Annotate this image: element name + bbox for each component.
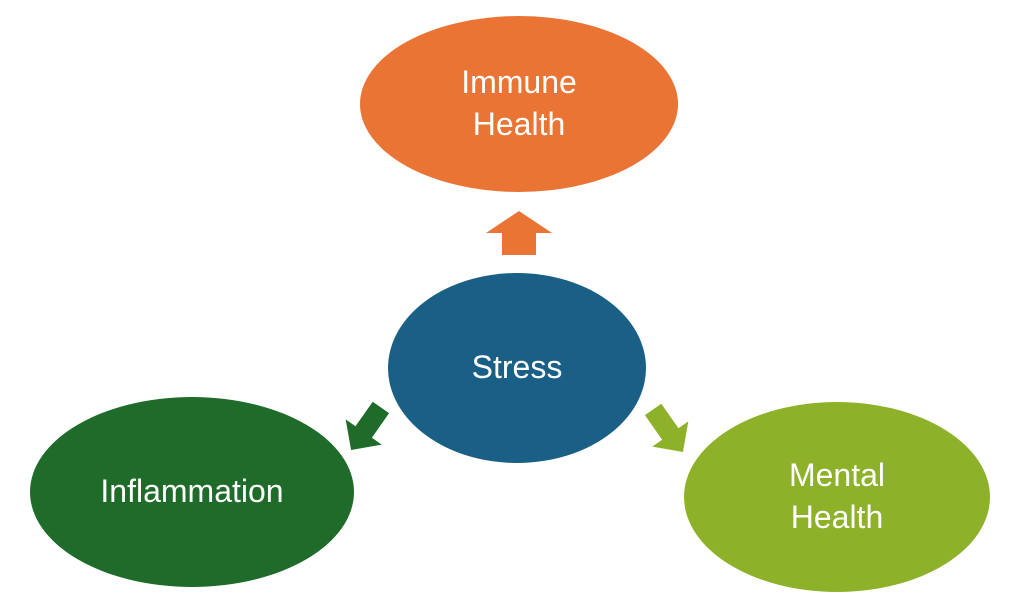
- immune-health-label: Immune Health: [461, 62, 577, 145]
- arrow-to-mental-health: [644, 403, 689, 453]
- mental-health-node: Mental Health: [684, 402, 990, 592]
- stress-center-node: Stress: [388, 273, 646, 463]
- arrow-to-immune-health-shape: [486, 211, 552, 255]
- stress-label: Stress: [471, 349, 563, 386]
- arrow-to-immune-health: [486, 211, 552, 255]
- immune-health-label-line2: Health: [472, 106, 566, 142]
- immune-health-node: Immune Health: [360, 16, 678, 192]
- arrow-to-inflammation: [345, 401, 390, 451]
- arrow-to-mental-health-shape: [644, 403, 689, 453]
- mental-health-label-line2: Health: [790, 499, 884, 535]
- mental-health-label: Mental Health: [789, 455, 885, 538]
- inflammation-node: Inflammation: [30, 397, 354, 587]
- immune-health-label-line1: Immune: [461, 64, 577, 101]
- inflammation-label: Inflammation: [100, 473, 284, 510]
- arrow-to-inflammation-shape: [345, 401, 390, 451]
- mental-health-label-line1: Mental: [788, 457, 886, 494]
